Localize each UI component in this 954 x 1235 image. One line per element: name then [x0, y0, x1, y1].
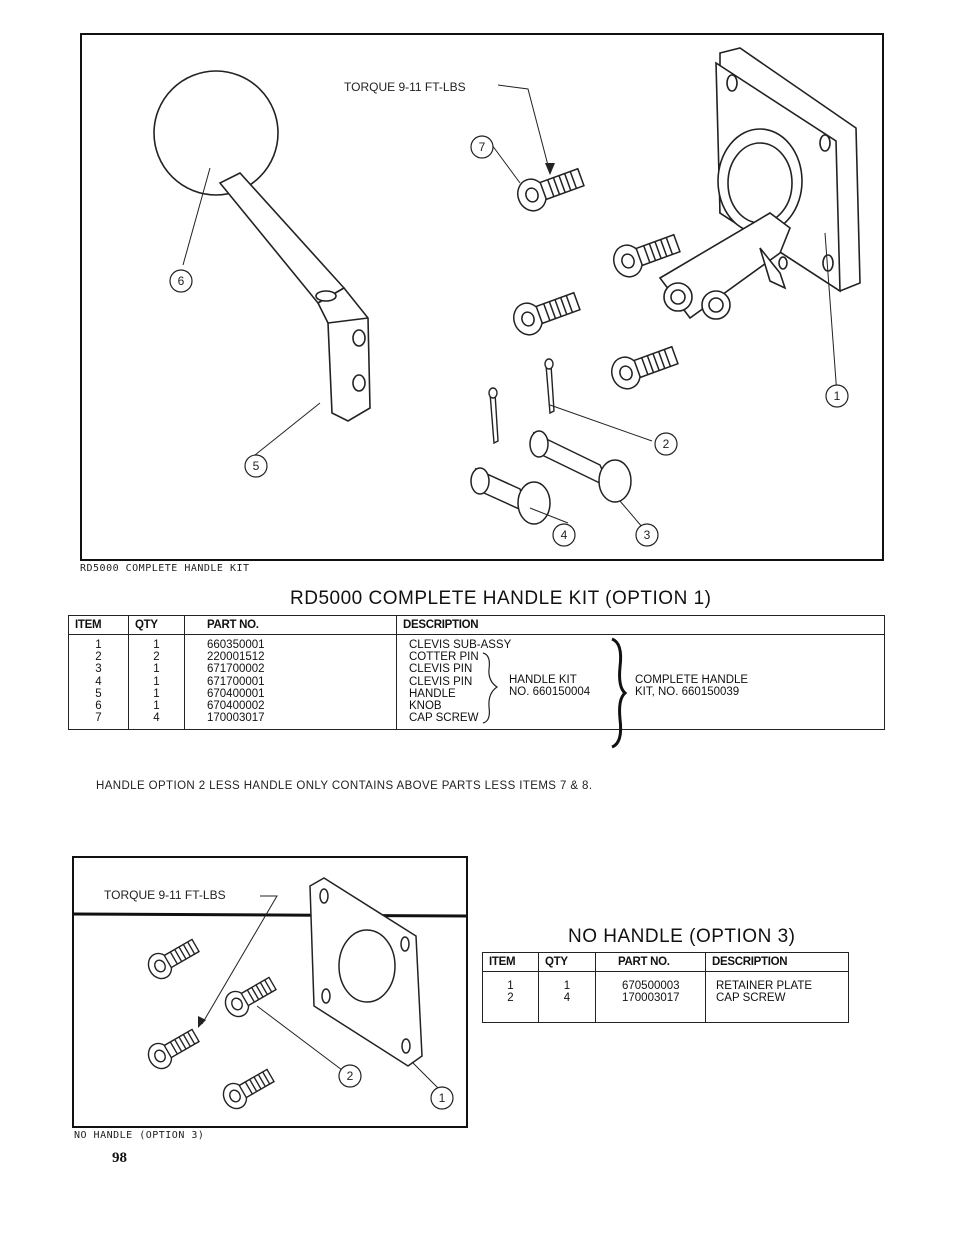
col-header-qty-2: QTY — [538, 952, 596, 972]
col-header-qty: QTY — [128, 615, 185, 635]
torque-label: TORQUE 9-11 FT-LBS — [344, 80, 466, 94]
callout-5: 5 — [253, 459, 260, 473]
complete-handle-kit-diagram: TORQUE 9-11 FT-LBS 1 2 3 4 5 6 7 — [80, 33, 884, 561]
torque-arrow-icon-2 — [198, 1016, 206, 1028]
col-header-description-2: DESCRIPTION — [705, 952, 849, 972]
callout-4: 4 — [561, 528, 568, 542]
callout-3: 3 — [644, 528, 651, 542]
diagram-1-caption: RD5000 COMPLETE HANDLE KIT — [80, 563, 250, 574]
handle-kit-number: NO. 660150004 — [509, 686, 591, 699]
leader-lines-2 — [201, 895, 441, 1091]
handle-option-note: HANDLE OPTION 2 LESS HANDLE ONLY CONTAIN… — [96, 780, 593, 792]
clevis-sub-assy-part — [658, 47, 861, 320]
complete-handle-label: COMPLETE HANDLE — [635, 674, 749, 686]
callout-1b: 1 — [439, 1091, 446, 1105]
clevis-pins-part — [470, 430, 632, 525]
callout-6: 6 — [178, 274, 185, 288]
no-handle-diagram: TORQUE 9-11 FT-LBS 1 2 — [72, 856, 468, 1128]
large-brace-icon — [611, 637, 628, 749]
callout-1: 1 — [834, 389, 841, 403]
col-header-item-2: ITEM — [482, 952, 539, 972]
cap-screws-part — [513, 167, 681, 390]
diagram-2-caption: NO HANDLE (OPTION 3) — [74, 1130, 205, 1141]
table-2-title: NO HANDLE (OPTION 3) — [568, 926, 796, 947]
callouts-2 — [338, 1064, 454, 1110]
table-1-title: RD5000 COMPLETE HANDLE KIT (OPTION 1) — [290, 588, 712, 609]
page-number: 98 — [112, 1150, 127, 1166]
retainer-plate-part — [309, 877, 423, 1067]
brace-icon — [482, 652, 499, 724]
callout-2b: 2 — [347, 1069, 354, 1083]
knob-part — [153, 70, 279, 196]
torque-label-2: TORQUE 9-11 FT-LBS — [104, 888, 226, 902]
col-header-part: PART NO. — [184, 615, 397, 635]
leader-lines — [182, 84, 838, 529]
cotter-pins-part — [488, 358, 555, 445]
col-header-item: ITEM — [68, 615, 129, 635]
complete-handle-number: KIT, NO. 660150039 — [635, 686, 740, 699]
callout-7: 7 — [479, 140, 486, 154]
col-header-description: DESCRIPTION — [396, 615, 885, 635]
no-handle-cap-screws-part — [147, 938, 277, 1110]
col-header-part-2: PART NO. — [595, 952, 706, 972]
torque-arrow-icon — [545, 163, 555, 175]
handle-kit-label: HANDLE KIT — [509, 674, 577, 686]
callouts — [169, 135, 849, 547]
callout-2: 2 — [663, 437, 670, 451]
handle-part — [218, 172, 371, 422]
